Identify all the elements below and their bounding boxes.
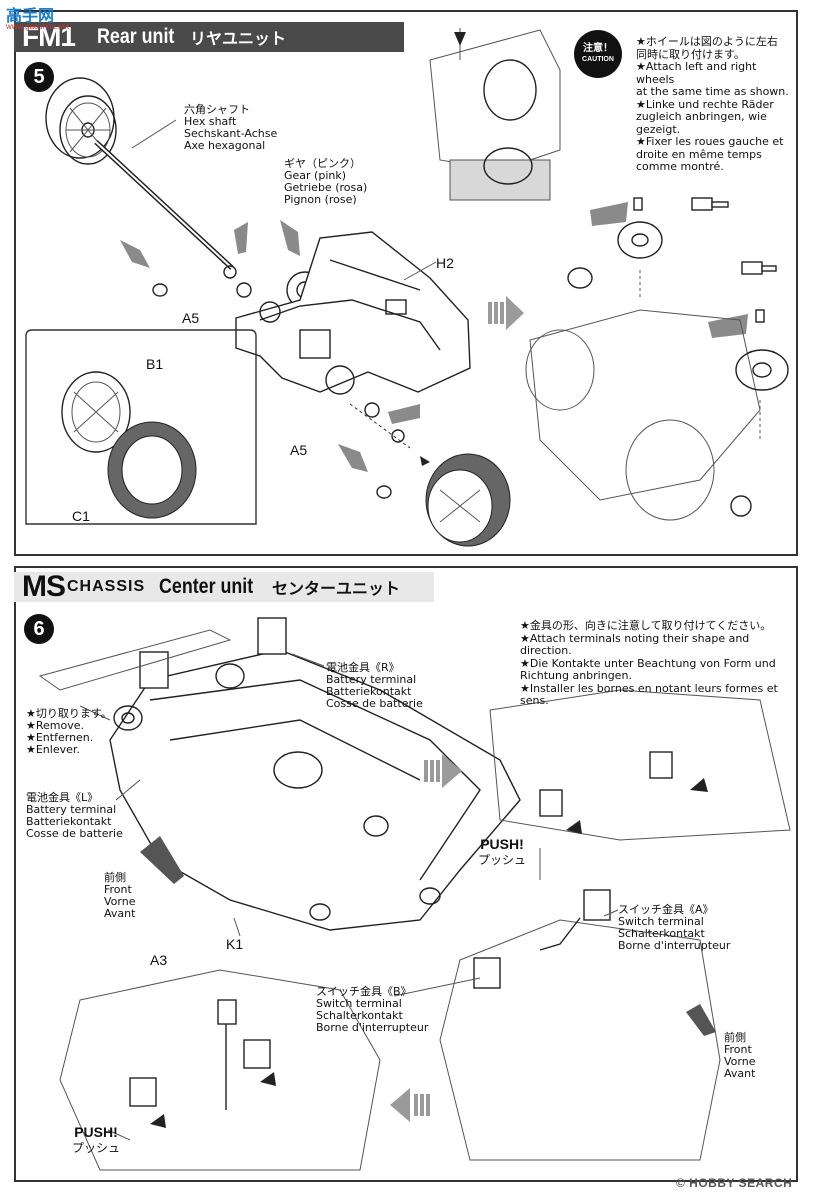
center-unit-header: MS CHASSIS Center unit センターユニット (14, 570, 434, 603)
watermark-logo: 高手网 (6, 2, 54, 26)
grease-arrow (120, 240, 150, 268)
push-2-jp: プッシュ (72, 1141, 121, 1155)
part-k1: K1 (226, 936, 244, 952)
caution-badge: 注意！ CAUTION (574, 30, 622, 78)
part-b1: B1 (146, 356, 164, 372)
part-h2: H2 (436, 255, 454, 271)
step5-note: ★ホイールは図のように左右 同時に取り付けます。 ★Attach left an… (636, 35, 789, 173)
step-number-6: 6 (24, 614, 54, 644)
front-label-1: 前側 Front Vorne Avant (104, 871, 136, 920)
part-c1: C1 (72, 508, 90, 524)
rear-tire-right (425, 453, 511, 547)
section-sub: CHASSIS (67, 578, 146, 595)
front-arrow (140, 836, 184, 884)
push-2-en: PUSH! (74, 1124, 118, 1140)
switch-terminal-a-label: スイッチ金具《A》 Switch terminal Schalterkontak… (618, 903, 731, 952)
part-a5-top: A5 (182, 310, 200, 326)
step6-note: ★金具の形、向きに注意して取り付けてください。 ★Attach terminal… (520, 619, 778, 707)
step6-title-jp: センターユニット (271, 579, 400, 598)
section-code-ms: MS (22, 570, 66, 603)
switch-terminal-b-label: スイッチ金具《B》 Switch terminal Schalterkontak… (316, 985, 429, 1034)
rear-unit-header: FM1 Rear unit リヤユニット (14, 21, 404, 52)
chassis-k1 (109, 617, 521, 931)
assembled-rear (525, 221, 789, 521)
rear-unit-illustration (25, 28, 789, 547)
watermark-text: 高手网 (6, 6, 55, 25)
push-1-jp: プッシュ (478, 853, 527, 867)
rear-tire-left (45, 77, 117, 165)
hex-shaft-label: 六角シャフト Hex shaft Sechskant-Achse Axe hex… (184, 103, 278, 152)
section-code: FM1 (22, 21, 76, 52)
caution-jp: 注意！ (583, 43, 613, 54)
battery-terminal-r-label: 電池金具《R》 Battery terminal Batteriekontakt… (326, 661, 423, 710)
caution-illustration (429, 28, 561, 201)
remove-label: ★切り取ります。 ★Remove. ★Entfernen. ★Enlever. (26, 707, 112, 756)
rear-unit-h2 (235, 231, 471, 395)
step-title: Rear unit (97, 25, 175, 48)
push-label-2: PUSH! プッシュ (72, 1124, 120, 1156)
push-label-1: PUSH! プッシュ (478, 836, 526, 868)
step-number-5: 5 (24, 62, 54, 92)
step-title-jp: リヤユニット (190, 29, 287, 48)
wheel-inset (25, 329, 257, 525)
battery-terminal-l-label: 電池金具《L》 Battery terminal Batteriekontakt… (26, 791, 123, 840)
step6-title: Center unit (159, 575, 254, 598)
caution-en: CAUTION (582, 56, 614, 63)
watermark-url: www.gaoshou.net (6, 22, 70, 31)
watermark-hobby-search: © HOBBY SEARCH (676, 1176, 793, 1190)
gear-label: ギヤ（ピンク） Gear (pink) Getriebe (rosa) Pign… (284, 157, 368, 206)
push-1-en: PUSH! (480, 836, 524, 852)
part-a5-bottom: A5 (290, 442, 308, 458)
front-label-2: 前側 Front Vorne Avant (724, 1031, 756, 1080)
part-a3: A3 (150, 952, 168, 968)
